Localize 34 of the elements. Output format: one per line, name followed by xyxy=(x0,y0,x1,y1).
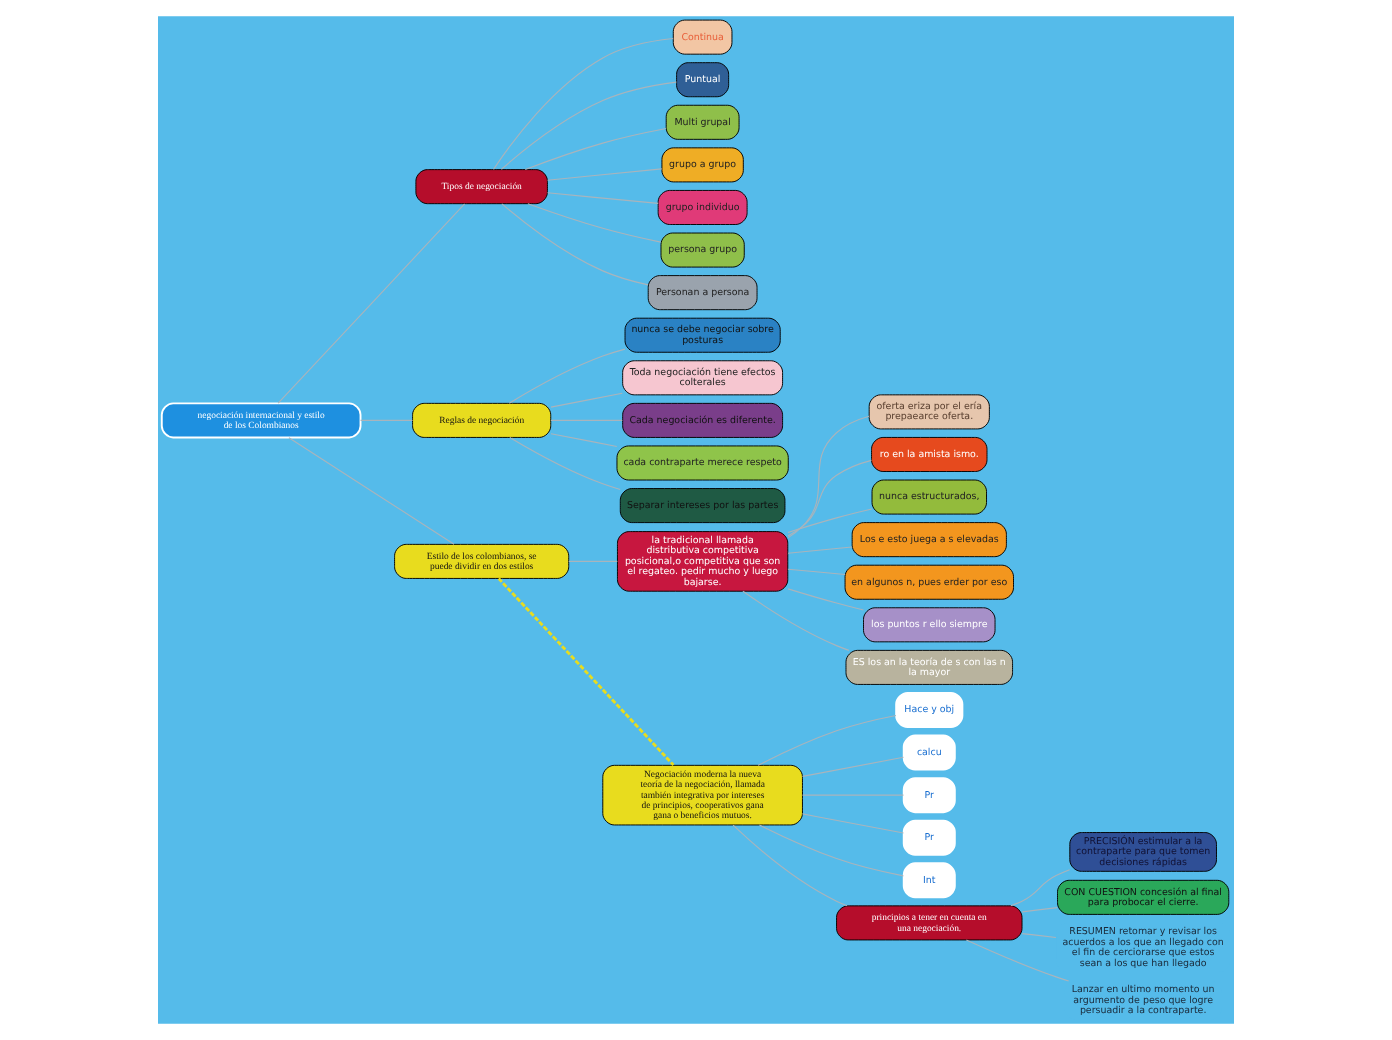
connector xyxy=(546,192,659,204)
connector xyxy=(1021,907,1058,913)
connector xyxy=(550,392,623,408)
connector xyxy=(500,81,677,170)
connector xyxy=(1021,933,1057,939)
connector xyxy=(546,168,663,181)
connector xyxy=(524,127,667,171)
connector xyxy=(497,577,675,766)
connector xyxy=(359,419,414,421)
connector xyxy=(787,546,853,554)
connector xyxy=(492,38,674,170)
connector xyxy=(758,824,904,877)
connector xyxy=(742,590,850,651)
connector xyxy=(508,348,626,404)
connector xyxy=(568,560,618,562)
connector xyxy=(787,508,873,534)
connector xyxy=(509,436,621,491)
connector xyxy=(965,939,1070,982)
connector xyxy=(801,756,905,777)
connector xyxy=(732,824,848,907)
connector xyxy=(550,419,623,421)
connector xyxy=(1010,869,1071,907)
connector xyxy=(787,459,872,537)
connector xyxy=(527,203,662,243)
connector xyxy=(757,714,897,766)
connector xyxy=(550,433,618,448)
connector xyxy=(801,813,905,834)
connector xyxy=(501,203,649,286)
connector xyxy=(801,794,905,796)
connector xyxy=(787,415,870,539)
connector xyxy=(787,588,865,611)
connector xyxy=(787,568,846,576)
connector xyxy=(277,203,466,404)
connector xyxy=(288,437,455,545)
